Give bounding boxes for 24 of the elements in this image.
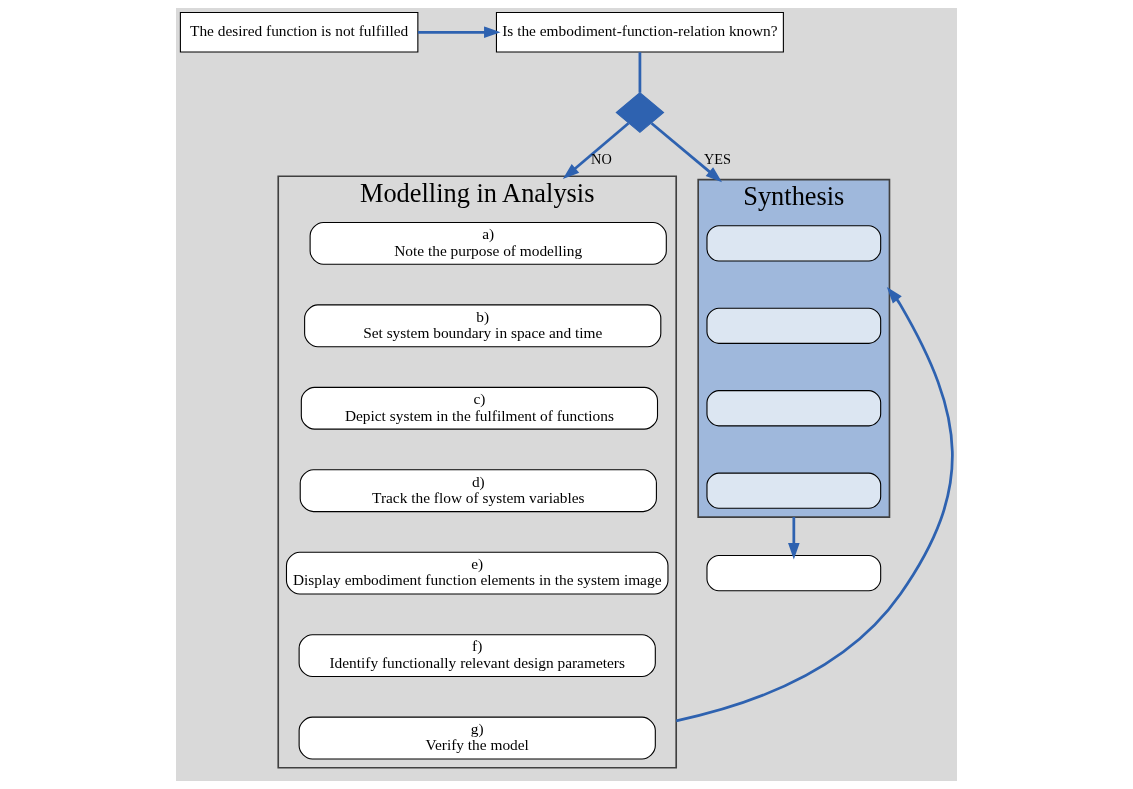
arrow: [788, 517, 800, 560]
node-box: f) Identify functionally relevant design parameters: [298, 634, 656, 678]
node-box: d) Track the flow of system variables: [299, 469, 657, 513]
node-box: g) Verify the model: [298, 716, 656, 760]
node-box: [706, 390, 882, 427]
node-box: b) Set system boundary in space and time: [304, 304, 662, 348]
node-box: [706, 555, 882, 592]
node-box: The desired function is not fulfilled: [179, 11, 419, 53]
node-box: a) Note the purpose of modelling: [309, 221, 667, 265]
node-box: [706, 225, 882, 262]
cluster: Synthesis: [697, 178, 891, 518]
edge-label: NO: [591, 150, 612, 167]
arrow: [562, 122, 630, 179]
node-box: [706, 472, 882, 509]
node-box: Is the embodiment-function-relation known?: [495, 11, 784, 53]
arrow: [675, 287, 954, 723]
edge-label: YES: [703, 150, 731, 167]
connector: [638, 52, 642, 93]
arrow: [417, 26, 501, 39]
node-box: e) Display embodiment function elements in the system image: [285, 551, 669, 595]
node-diamond: [615, 92, 665, 134]
node-box: c) Depict system in the fulfilment of functions: [300, 386, 659, 430]
arrow: [650, 122, 723, 183]
node-box: [706, 307, 882, 344]
